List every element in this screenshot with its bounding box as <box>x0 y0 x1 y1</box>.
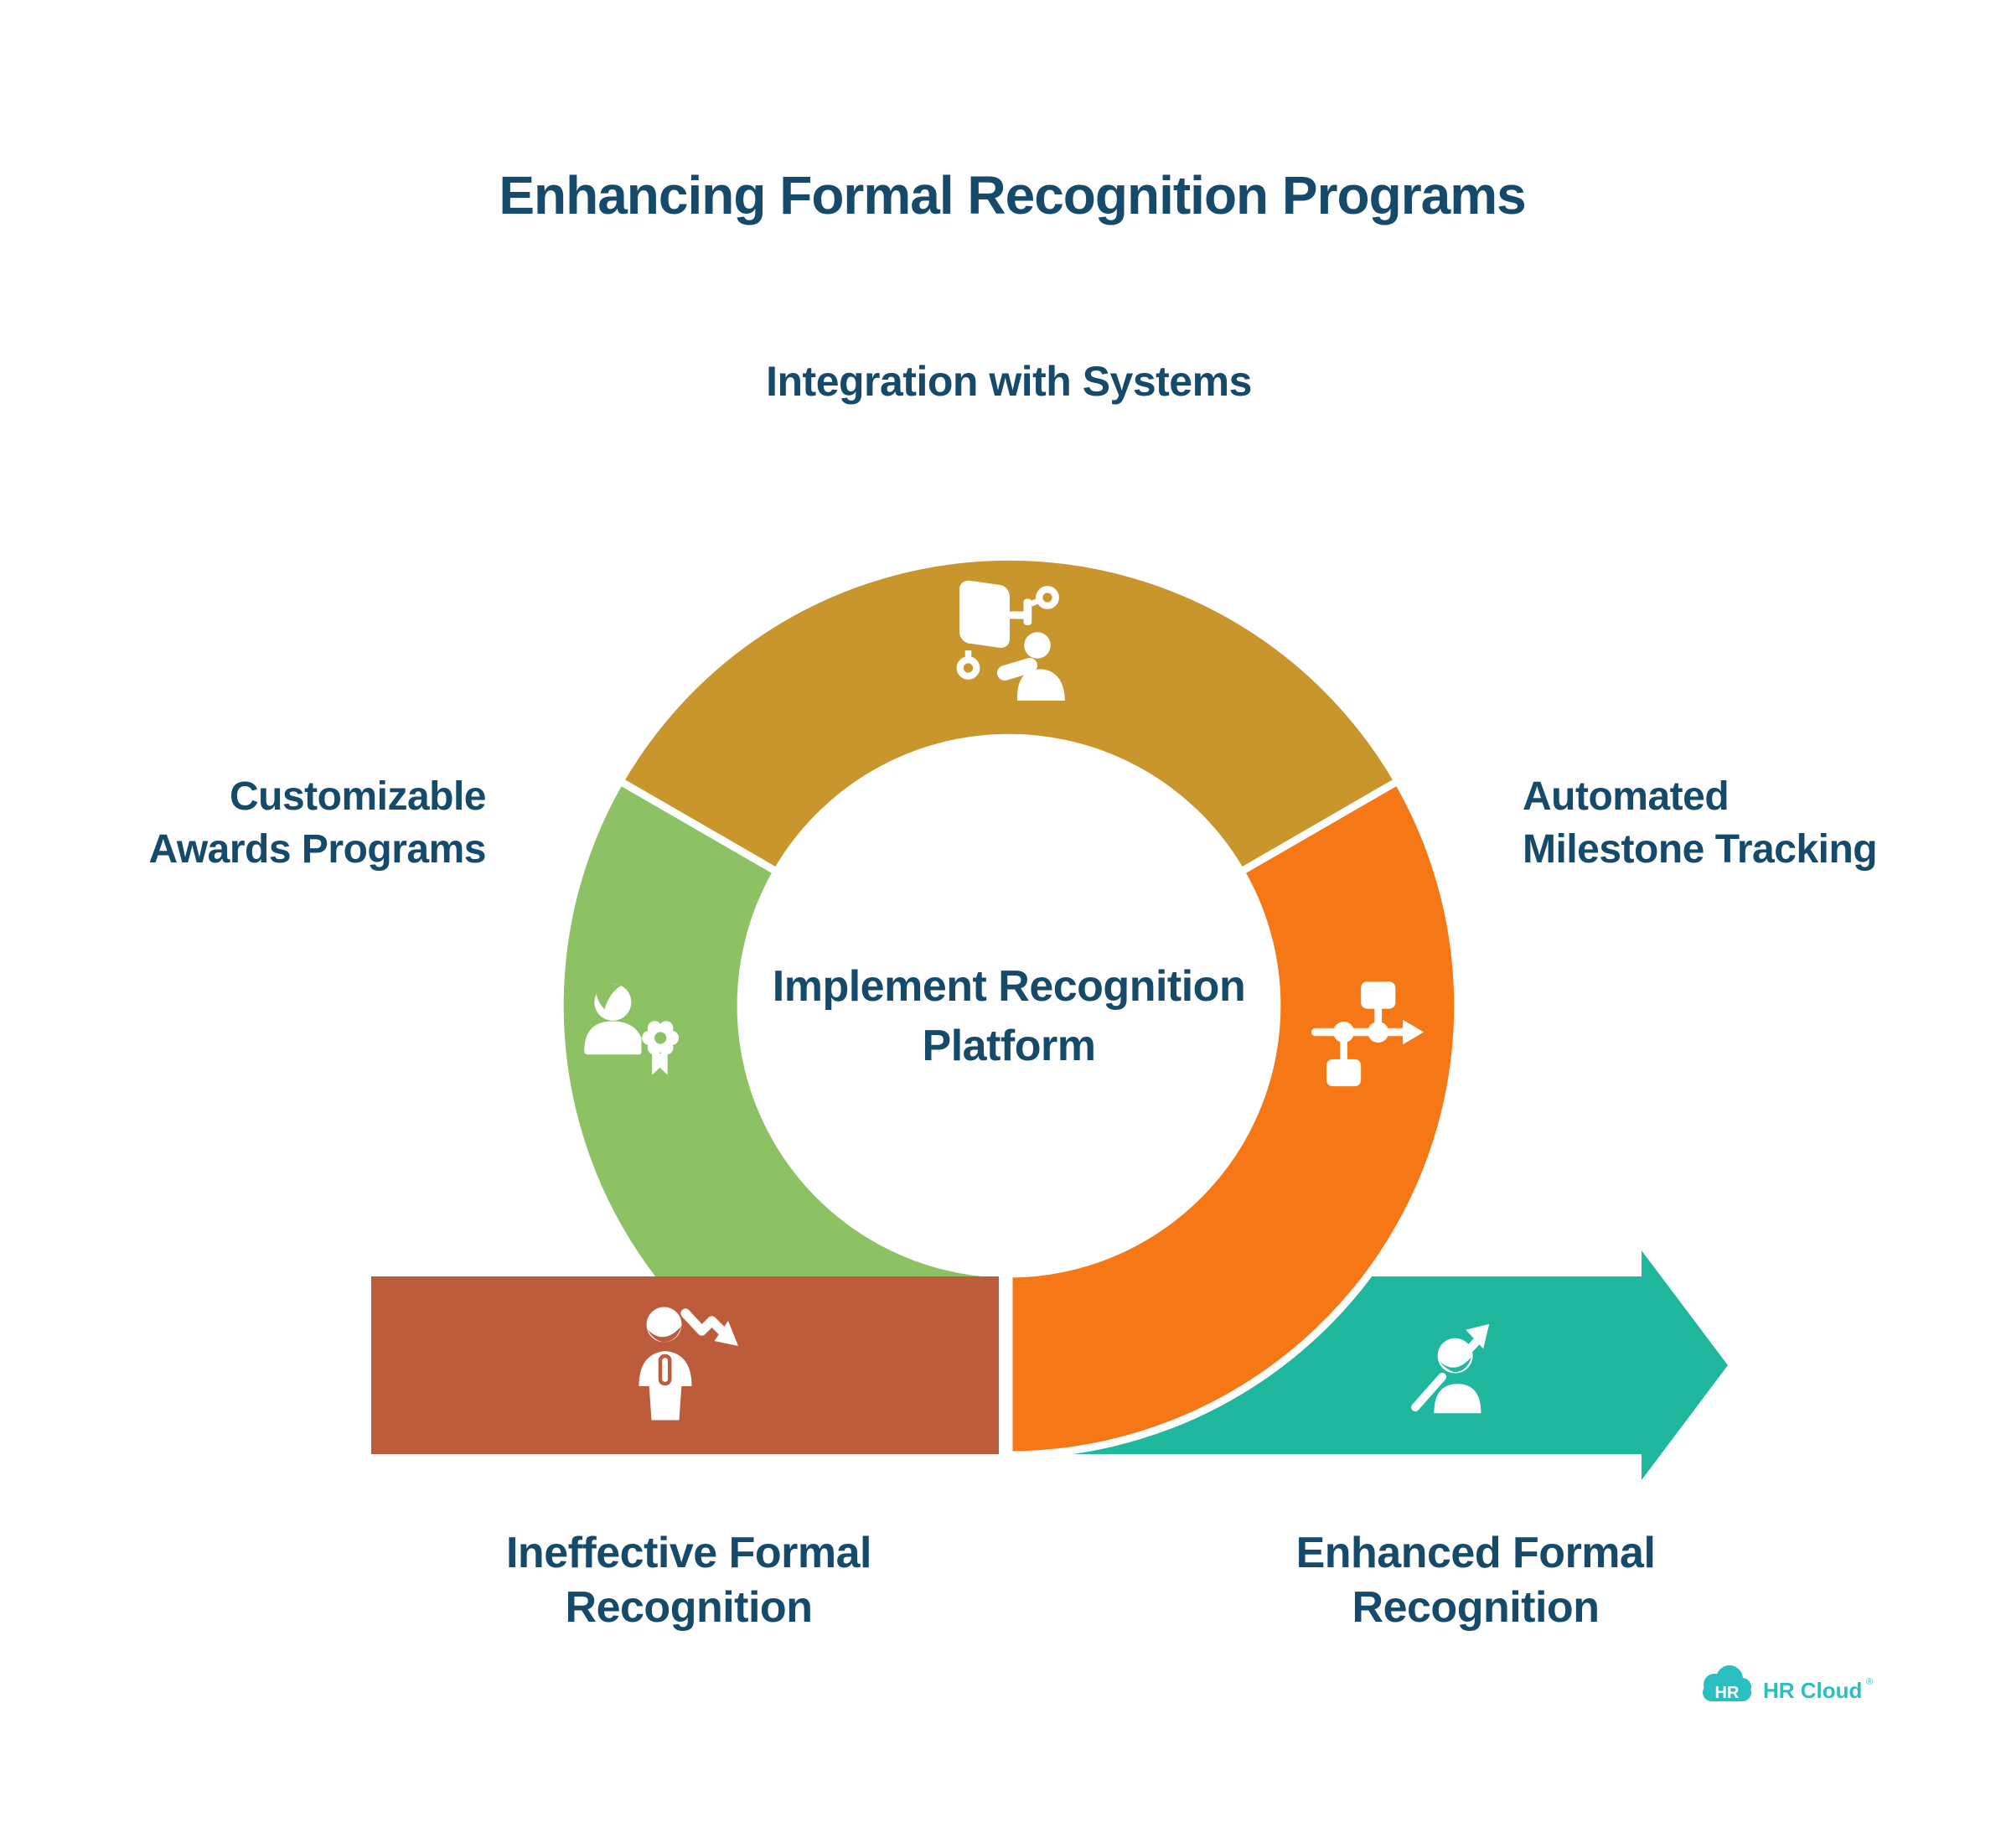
logo-name-text: HR Cloud <box>1763 1678 1862 1703</box>
label-implement-recognition-platform: Implement Recognition Platform <box>716 957 1302 1076</box>
label-line: Customizable <box>229 774 487 819</box>
label-line: Ineffective Formal <box>505 1529 872 1577</box>
page-title: Enhancing Formal Recognition Programs <box>499 165 1526 225</box>
person-decline-icon <box>639 1307 738 1421</box>
segment-orange-milestone-tracking <box>1005 777 1462 1459</box>
label-automated-milestone-tracking: Automated Milestone Tracking <box>1523 770 1878 876</box>
label-customizable-awards-programs: Customizable Awards Programs <box>148 770 487 876</box>
person-growth-icon <box>1411 1323 1490 1414</box>
label-enhanced-formal-recognition: Enhanced Formal Recognition <box>1182 1526 1769 1635</box>
hr-cloud-logo: HR HR Cloud ® <box>1703 1665 1873 1703</box>
label-line: Milestone Tracking <box>1523 827 1878 872</box>
segment-gold-integration <box>616 552 1402 876</box>
system-integration-icon <box>956 580 1065 701</box>
label-line: Platform <box>922 1022 1096 1070</box>
label-line: Awards Programs <box>148 827 487 872</box>
cloud-icon <box>1703 1665 1751 1701</box>
logo-trademark: ® <box>1866 1677 1873 1687</box>
award-rosette <box>642 1021 680 1075</box>
label-line: Implement Recognition <box>772 962 1246 1011</box>
label-integration-with-systems: Integration with Systems <box>766 358 1252 405</box>
label-line: Enhanced Formal <box>1295 1529 1656 1577</box>
label-line: Automated <box>1523 774 1730 819</box>
milestone-tracking-icon <box>1311 981 1424 1087</box>
logo-badge-text: HR <box>1715 1684 1740 1702</box>
label-line: Recognition <box>565 1583 813 1632</box>
label-ineffective-formal-recognition: Ineffective Formal Recognition <box>396 1526 982 1635</box>
label-line: Recognition <box>1352 1583 1600 1632</box>
bar-divider <box>997 1272 1012 1458</box>
award-person-icon <box>584 983 680 1075</box>
